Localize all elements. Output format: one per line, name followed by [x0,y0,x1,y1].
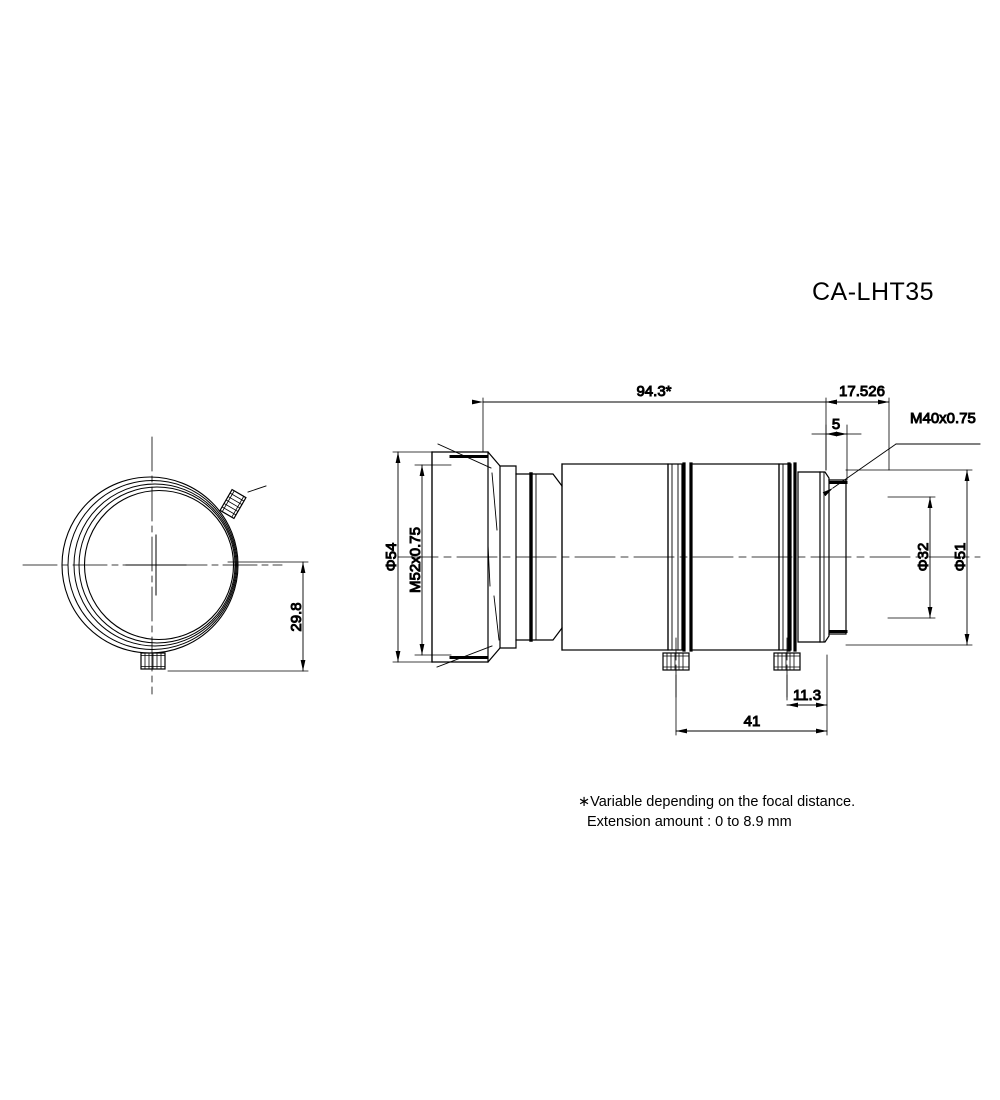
dimension-11-3: 11.3 [786,687,828,708]
front-view-crosshair [125,534,187,596]
dimension-phi51: Φ51 [845,469,973,646]
mount-flange [797,471,848,643]
front-view-bottom-knurled-screw [140,652,166,670]
front-barrel [499,465,563,649]
footnote: ∗Variable depending on the focal distanc… [578,792,855,832]
page-title: CA-LHT35 [812,278,935,306]
dimension-41-label: 41 [744,713,761,730]
dimension-m52: M52x0.75 [407,464,452,656]
front-view-screw-leader [247,485,267,493]
dimension-m52-label: M52x0.75 [407,527,424,593]
footnote-line-1: ∗Variable depending on the focal distanc… [578,794,856,810]
dimension-5: 5 [811,416,862,437]
leader-m40-label: M40x0.75 [910,410,976,427]
dimension-17-526: 17.526 [825,383,890,405]
side-view [397,443,981,701]
focus-ring [667,462,780,652]
dimension-29-8: 29.8 [167,561,309,672]
dimension-17-526-label: 17.526 [839,383,885,400]
dimension-5-label: 5 [832,416,840,433]
front-view-upper-knurled-screw [219,488,247,520]
dimension-94-3: 94.3* [472,383,837,405]
aperture-ring [778,462,797,652]
top-dimensions: 94.3* 17.526 5 M40x0 [472,383,981,497]
bottom-dimensions: 11.3 41 [675,654,828,736]
dimension-41: 41 [675,713,828,734]
dimension-11-3-label: 11.3 [793,687,821,704]
footnote-line-2: Extension amount : 0 to 8.9 mm [587,814,792,830]
dimension-phi54: Φ54 [383,451,433,663]
front-view: 29.8 [22,436,309,695]
leader-m40: M40x0.75 [822,410,981,497]
dimension-phi32-label: Φ32 [915,543,932,572]
dimension-29-8-label: 29.8 [288,602,305,631]
dimension-phi54-label: Φ54 [383,543,400,572]
dimension-phi32: Φ32 [887,496,936,619]
dimension-94-3-label: 94.3* [636,383,671,400]
lens-hood [431,443,501,668]
vertical-dimensions: Φ54 M52x0.75 Φ32 [383,451,973,663]
dimension-phi51-label: Φ51 [952,543,969,572]
